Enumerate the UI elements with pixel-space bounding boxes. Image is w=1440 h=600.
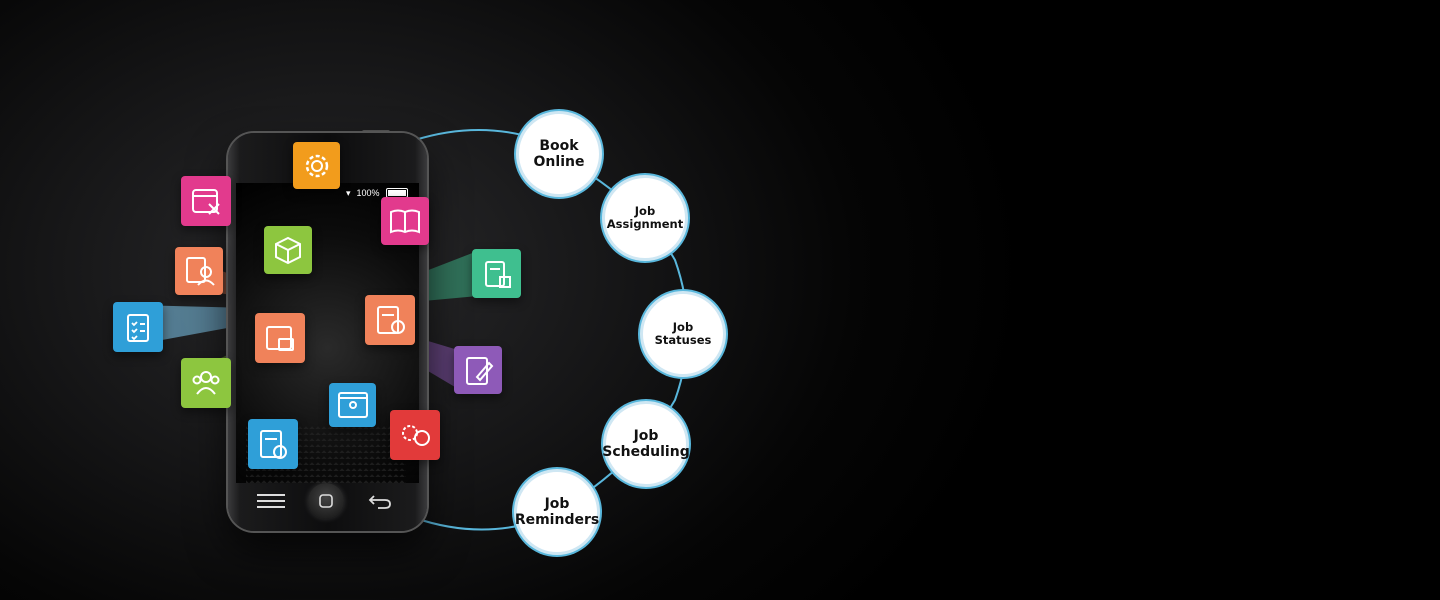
settings-user-icon [390, 410, 440, 460]
rupee-receipt-icon [248, 419, 298, 469]
phone-navigation-bar [228, 483, 427, 519]
battery-percent: 100% [356, 188, 380, 198]
feature-label: Job Scheduling [602, 427, 690, 460]
clipboard-edit-icon [454, 346, 502, 394]
settings-gear-icon [293, 142, 340, 189]
feature-label: Job Reminders [514, 495, 600, 528]
feature-job-scheduling[interactable]: Job Scheduling [602, 401, 690, 487]
feature-label: Book Online [533, 137, 585, 170]
inventory-clipboard-icon [472, 249, 521, 298]
team-users-icon [181, 358, 231, 408]
location-browser-icon [329, 383, 376, 427]
wifi-icon: ▾ [346, 187, 351, 198]
back-icon[interactable] [366, 491, 394, 511]
feature-label: Job Statuses [654, 319, 712, 347]
feature-job-statuses[interactable]: Job Statuses [640, 291, 726, 377]
user-document-icon [175, 247, 223, 295]
clipboard-checklist-icon [113, 302, 163, 352]
calendar-briefcase-icon [255, 313, 305, 363]
menu-icon[interactable] [256, 491, 286, 511]
feature-label: Job Assignment [606, 203, 684, 231]
rupee-book-icon [381, 197, 429, 245]
rupee-invoice-icon [365, 295, 415, 345]
package-box-icon [264, 226, 312, 274]
feature-book-online[interactable]: Book Online [516, 111, 602, 197]
home-button[interactable] [308, 483, 344, 519]
feature-job-reminders[interactable]: Job Reminders [514, 469, 600, 555]
feature-job-assignment[interactable]: Job Assignment [602, 175, 688, 261]
phone-side-button [362, 130, 390, 134]
calendar-tools-icon [181, 176, 231, 226]
